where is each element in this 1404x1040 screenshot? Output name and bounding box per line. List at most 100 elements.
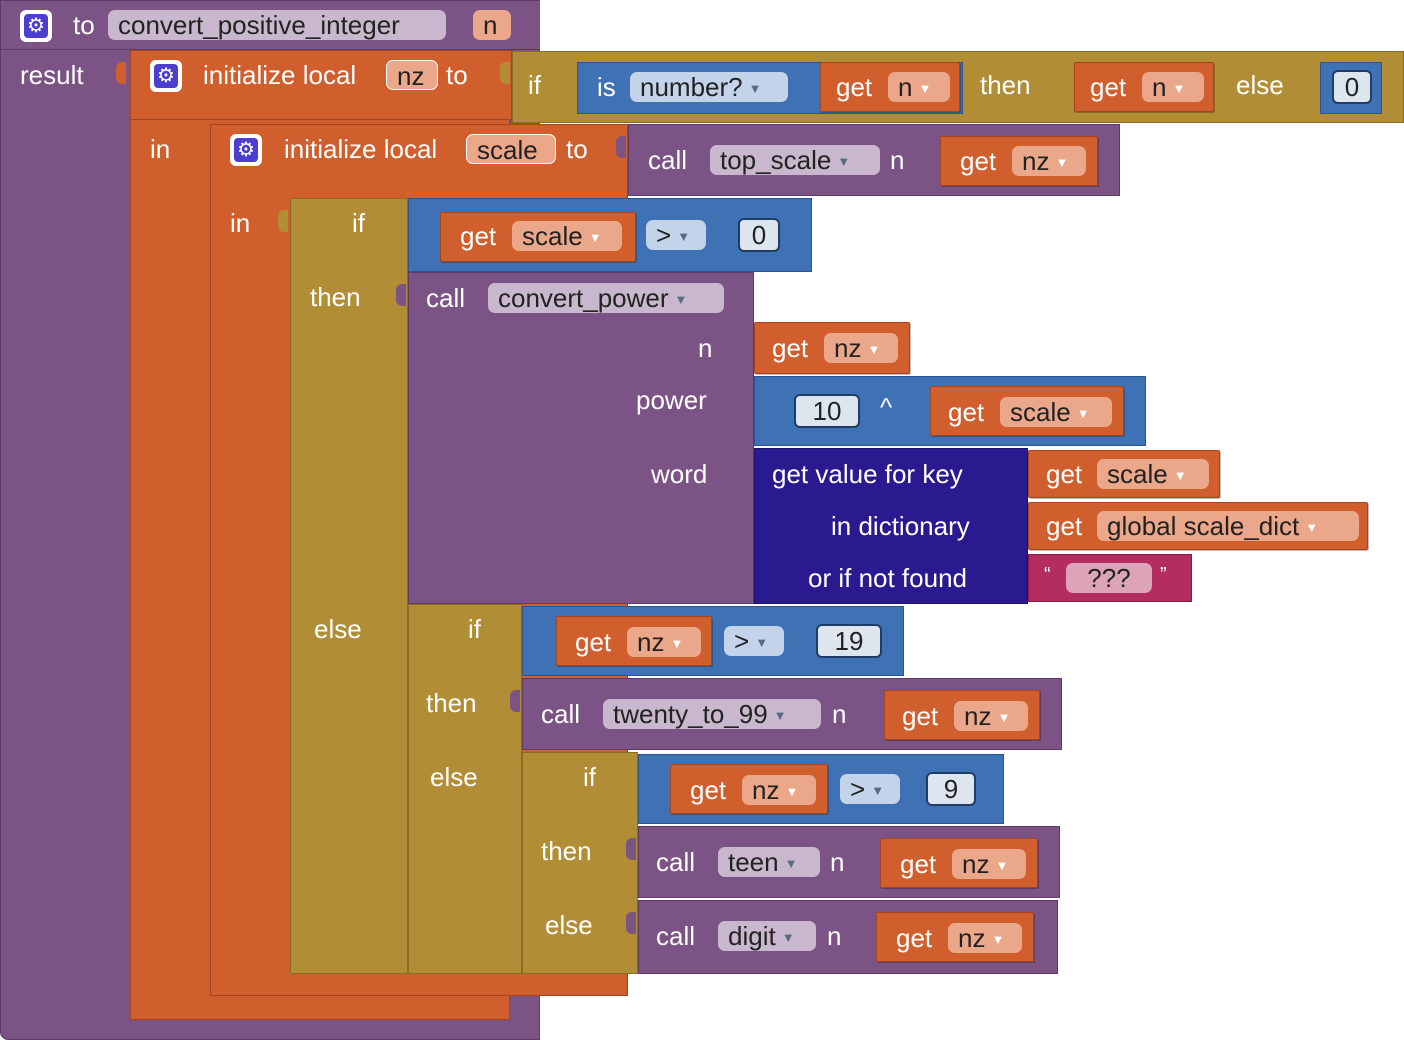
power-get-label: get (948, 397, 985, 427)
then-get-var[interactable]: n▼ (1142, 72, 1204, 102)
procedure-param-n[interactable]: n (473, 10, 511, 40)
inline-else-label: else (1236, 70, 1284, 100)
dropdown-arrow-icon: ▼ (1055, 155, 1069, 171)
twenty-proc-dropdown[interactable]: twenty_to_99▼ (603, 699, 821, 729)
dict-key-get-var[interactable]: scale▼ (1097, 459, 1209, 489)
if-9-connector (510, 764, 520, 786)
if-scale-block[interactable] (290, 198, 408, 974)
init-nz-to-label: to (446, 60, 468, 90)
is-number-option: number? (640, 72, 743, 102)
is-number-dropdown[interactable]: number?▼ (630, 72, 788, 102)
init-scale-to-label: to (566, 134, 588, 164)
if-9-if-label: if (583, 762, 596, 792)
dropdown-arrow-icon: ▼ (918, 81, 932, 97)
if-19-then-label: then (426, 688, 477, 718)
dropdown-arrow-icon: ▼ (997, 710, 1011, 726)
procedure-result-label: result (20, 60, 84, 90)
dropdown-arrow-icon: ▼ (837, 154, 851, 170)
teen-arg-n: n (830, 847, 845, 877)
digit-proc-dropdown[interactable]: digit▼ (718, 921, 816, 951)
twenty-arg-n: n (832, 699, 847, 729)
dropdown-arrow-icon: ▼ (755, 635, 769, 651)
if-19-connector (396, 618, 406, 640)
if-19-block[interactable] (408, 604, 522, 974)
else-number-value[interactable]: 0 (1332, 70, 1372, 104)
init-scale-gear-icon[interactable]: ⚙ (230, 134, 262, 166)
is-label: is (597, 72, 616, 102)
top-scale-proc-dropdown[interactable]: top_scale▼ (710, 145, 880, 175)
power-base-value[interactable]: 10 (794, 394, 860, 428)
init-scale-var-field[interactable]: scale (466, 134, 556, 165)
inline-then-label: then (980, 70, 1031, 100)
power-op-label: ^ (880, 392, 893, 422)
convert-power-call-label: call (426, 283, 466, 313)
dropdown-arrow-icon: ▼ (677, 229, 691, 245)
twenty-call-label: call (541, 699, 581, 729)
init-scale-connector (198, 136, 208, 158)
compare-19-get-var[interactable]: nz▼ (627, 627, 701, 657)
dict-key-get-label: get (1046, 459, 1083, 489)
teen-proc-text: teen (728, 847, 779, 877)
dropdown-arrow-icon: ▼ (670, 636, 684, 652)
compare-9-get-var-text: nz (752, 775, 780, 805)
compare-9-value[interactable]: 9 (926, 772, 976, 806)
teen-proc-dropdown[interactable]: teen ▼ (718, 847, 820, 877)
if-scale-if-label: if (352, 208, 365, 238)
compare-value[interactable]: 0 (738, 218, 780, 252)
compare-9-op-dropdown[interactable]: >▼ (840, 774, 900, 804)
compare-op-text: > (656, 220, 672, 250)
if-19-if-label: if (468, 614, 481, 644)
dict-notfound-text-value[interactable]: ??? (1066, 563, 1152, 593)
convert-power-proc-dropdown[interactable]: convert_power▼ (488, 283, 724, 313)
then-get-var-text: n (1152, 72, 1167, 102)
top-scale-get-var[interactable]: nz▼ (1012, 146, 1086, 176)
procedure-name-field[interactable]: convert_positive_integer (108, 10, 446, 40)
teen-get-var-text: nz (962, 849, 990, 879)
convert-power-proc-text: convert_power (498, 283, 669, 313)
compare-op-dropdown[interactable]: >▼ (646, 220, 706, 250)
compare-9-get-var[interactable]: nz▼ (742, 775, 816, 805)
init-nz-gear-icon[interactable]: ⚙ (150, 60, 182, 92)
procedure-gear-icon[interactable]: ⚙ (20, 10, 52, 42)
if-9-then-label: then (541, 836, 592, 866)
teen-get-var[interactable]: nz ▼ (952, 849, 1026, 879)
inline-if-label: if (528, 70, 541, 100)
if-scale-else-label: else (314, 614, 362, 644)
compare-19-get-label: get (575, 627, 612, 657)
dropdown-arrow-icon: ▼ (867, 342, 881, 358)
digit-get-var[interactable]: nz▼ (948, 923, 1022, 953)
init-scale-in-label: in (230, 208, 251, 238)
compare-19-op-dropdown[interactable]: >▼ (724, 626, 784, 656)
power-get-var[interactable]: scale▼ (1000, 397, 1112, 427)
dict-in-label: in dictionary (831, 511, 970, 541)
if-9-block[interactable] (522, 752, 638, 974)
dict-key-get-var-text: scale (1107, 459, 1168, 489)
cp-get-nz-var-text: nz (834, 333, 862, 363)
call-convert-power-connector (396, 284, 406, 306)
dropdown-arrow-icon: ▼ (995, 858, 1009, 874)
string-close-quote: ” (1160, 564, 1167, 586)
dropdown-arrow-icon: ▼ (991, 932, 1005, 948)
compare-get-var[interactable]: scale▼ (512, 221, 622, 251)
if-scale-connector (278, 210, 288, 232)
compare-19-value[interactable]: 19 (816, 624, 882, 658)
dropdown-arrow-icon: ▼ (871, 783, 885, 799)
twenty-get-var-text: nz (964, 701, 992, 731)
twenty-get-var[interactable]: nz ▼ (954, 701, 1028, 731)
digit-get-label: get (896, 923, 933, 953)
get-n-var[interactable]: n▼ (888, 72, 950, 102)
call-teen-connector (626, 838, 636, 860)
digit-call-label: call (656, 921, 696, 951)
cp-get-nz-var[interactable]: nz ▼ (824, 333, 898, 363)
compare-9-op-text: > (850, 774, 866, 804)
dict-in-get-var[interactable]: global scale_dict▼ (1097, 511, 1359, 541)
call-twenty-connector (510, 690, 520, 712)
then-get-label: get (1090, 72, 1127, 102)
top-scale-get-label: get (960, 146, 997, 176)
dropdown-arrow-icon: ▼ (784, 856, 798, 872)
dict-lookup-block[interactable] (754, 448, 1028, 604)
init-nz-var-field[interactable]: nz (386, 60, 438, 91)
top-scale-arg-n: n (890, 145, 905, 175)
power-get-var-text: scale (1010, 397, 1071, 427)
call-convert-power-block[interactable] (408, 272, 754, 604)
